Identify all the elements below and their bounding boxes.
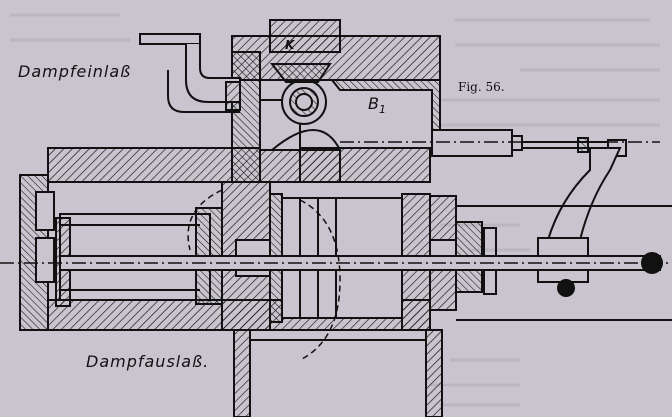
part-b-subscript: 1	[378, 103, 386, 117]
part-k-label: K	[285, 38, 295, 52]
steam-outlet-label: Dampfauslaß.	[86, 352, 210, 371]
valve-rod-assembly	[431, 129, 627, 297]
figure-number: Fig. 56.	[458, 80, 505, 94]
part-b-letter: B	[368, 94, 379, 113]
valve-chest	[231, 19, 441, 183]
guide-housing	[456, 205, 672, 321]
steam-outlet-pipe	[233, 329, 443, 417]
steam-inlet-pipe	[139, 33, 241, 113]
steam-flow-dashed	[0, 141, 672, 361]
part-b1-label: B1	[368, 94, 386, 116]
steam-inlet-label: Dampfeinlaß	[18, 62, 132, 81]
